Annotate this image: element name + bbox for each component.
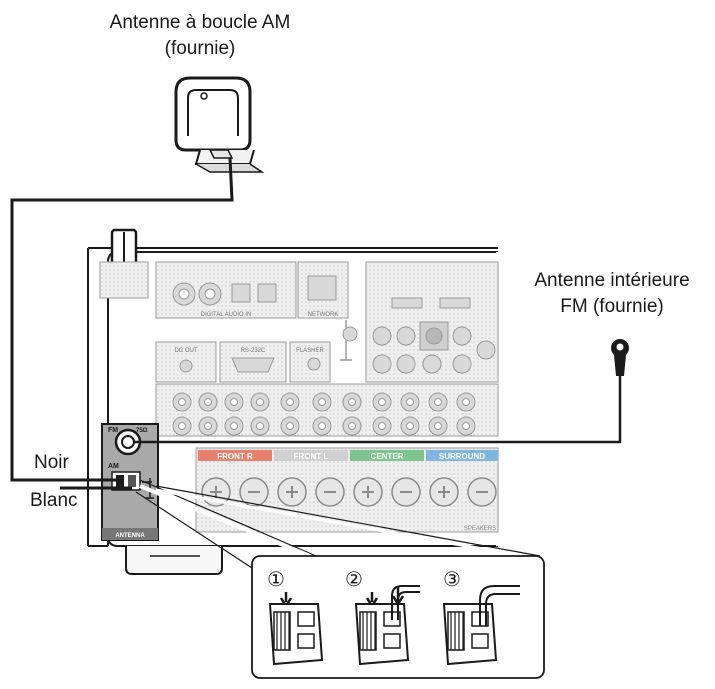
fm-indoor-antenna [134,339,629,444]
speakers-label: SPEAKERS [464,526,496,532]
bluetooth-antenna [99,228,149,299]
flasher-section: FLASHER [289,320,358,383]
rs232c-label: RS-232C [241,348,266,354]
hdmi-section [365,261,499,383]
fm-antenna-label: Antenne intérieure FM (fournie) [512,268,712,320]
step-1: ① [267,569,324,666]
step-3-number: ③ [443,569,461,591]
digital-audio-section: DIGITAL AUDIO IN [155,261,297,319]
network-section: NETWORK [297,261,349,319]
dc-out-label: DC OUT [175,348,198,354]
fm-ohm-label: 75Ω [136,428,148,434]
wire-black-label: Noir [34,452,69,473]
fm-antenna-label-line1: Antenne intérieure [534,270,690,291]
wire-white-label: Blanc [30,490,78,511]
center-color-bar [350,450,424,461]
surround-label: SURROUND [439,452,485,461]
surround-color-bar [426,450,498,461]
dc-out-section: DC OUT [155,341,217,383]
terminal-steps-detail-box: ① ② ③ [251,555,545,679]
front-l-color-bar [274,450,348,461]
zoom-leader-lines [135,479,545,569]
am-terminal-label: AM [108,463,119,470]
front-l-label: FRONT L [294,452,329,461]
fm-antenna-label-line2: FM (fournie) [560,296,664,317]
step-3: ③ [442,569,520,666]
analog-audio-in-section [155,383,499,437]
antenna-terminal-module: FM 75Ω AM ANTENNA [101,423,159,541]
am-antenna-label: Antenne à boucle AM (fournie) [60,10,340,62]
am-antenna-label-line2: (fournie) [164,38,236,59]
flasher-label: FLASHER [296,348,324,354]
step-2: ② [345,569,420,666]
front-r-label: FRONT R [217,452,253,461]
am-wires [12,478,132,490]
step-1-number: ① [267,569,285,591]
network-label: NETWORK [308,312,339,318]
step-2-number: ② [345,569,363,591]
rs232c-section: RS-232C [219,341,287,383]
antenna-module-label: ANTENNA [115,533,145,539]
am-loop-antenna [174,76,265,173]
fm-terminal-label: FM [108,427,118,434]
speaker-terminals-section: FRONT R FRONT L CENTER SURROUND SPEAKERS [195,447,499,533]
am-antenna-label-line1: Antenne à boucle AM [109,12,291,33]
digital-audio-in-label: DIGITAL AUDIO IN [201,312,252,318]
center-label: CENTER [371,452,404,461]
front-r-color-bar [198,450,272,461]
